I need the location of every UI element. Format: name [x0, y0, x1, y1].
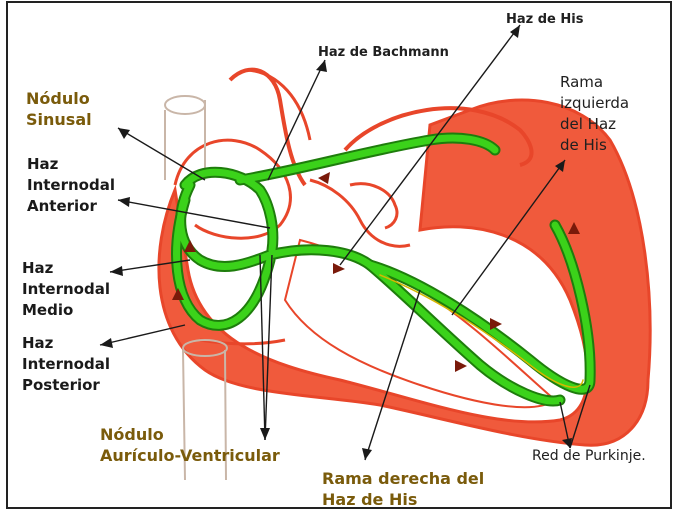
label-line: Haz de Bachmann [318, 42, 449, 63]
label-line: Internodal [22, 279, 110, 300]
label-internodal-posterior: Haz Internodal Posterior [22, 333, 110, 396]
label-line: izquierda [560, 93, 629, 114]
label-rama-izquierda: Rama izquierda del Haz de His [560, 72, 629, 156]
superior-vena-cava-opening [165, 96, 205, 114]
label-line: del Haz [560, 114, 629, 135]
label-line: Medio [22, 300, 110, 321]
label-line: Aurículo-Ventricular [100, 445, 280, 466]
label-line: Internodal [22, 354, 110, 375]
pulmonary-outline [245, 70, 310, 140]
label-line: Haz de His [322, 489, 484, 510]
label-line: Internodal [27, 175, 115, 196]
leader-posterior [100, 325, 185, 345]
label-line: Nódulo [100, 424, 280, 445]
arrowhead [362, 448, 372, 460]
label-line: Posterior [22, 375, 110, 396]
label-nodulo-sinusal: Nódulo Sinusal [26, 88, 92, 130]
label-line: Sinusal [26, 109, 92, 130]
label-internodal-anterior: Haz Internodal Anterior [27, 154, 115, 217]
label-line: Haz de His [506, 9, 583, 30]
label-line: Haz [27, 154, 115, 175]
label-line: Rama [560, 72, 629, 93]
label-line: Rama derecha del [322, 468, 484, 489]
label-line: de His [560, 135, 629, 156]
leader-anterior [118, 200, 270, 228]
label-line: Haz [22, 333, 110, 354]
label-line: Red de Purkinje. [532, 446, 646, 467]
arrowhead [118, 197, 130, 207]
label-nodulo-av: Nódulo Aurículo-Ventricular [100, 424, 280, 466]
label-internodal-medio: Haz Internodal Medio [22, 258, 110, 321]
label-line: Nódulo [26, 88, 92, 109]
label-red-purkinje: Red de Purkinje. [532, 446, 646, 467]
label-rama-derecha: Rama derecha del Haz de His [322, 468, 484, 510]
septum-outline [310, 180, 410, 246]
label-haz-bachmann: Haz de Bachmann [318, 42, 449, 63]
label-line: Haz [22, 258, 110, 279]
label-haz-his: Haz de His [506, 9, 583, 30]
label-line: Anterior [27, 196, 115, 217]
